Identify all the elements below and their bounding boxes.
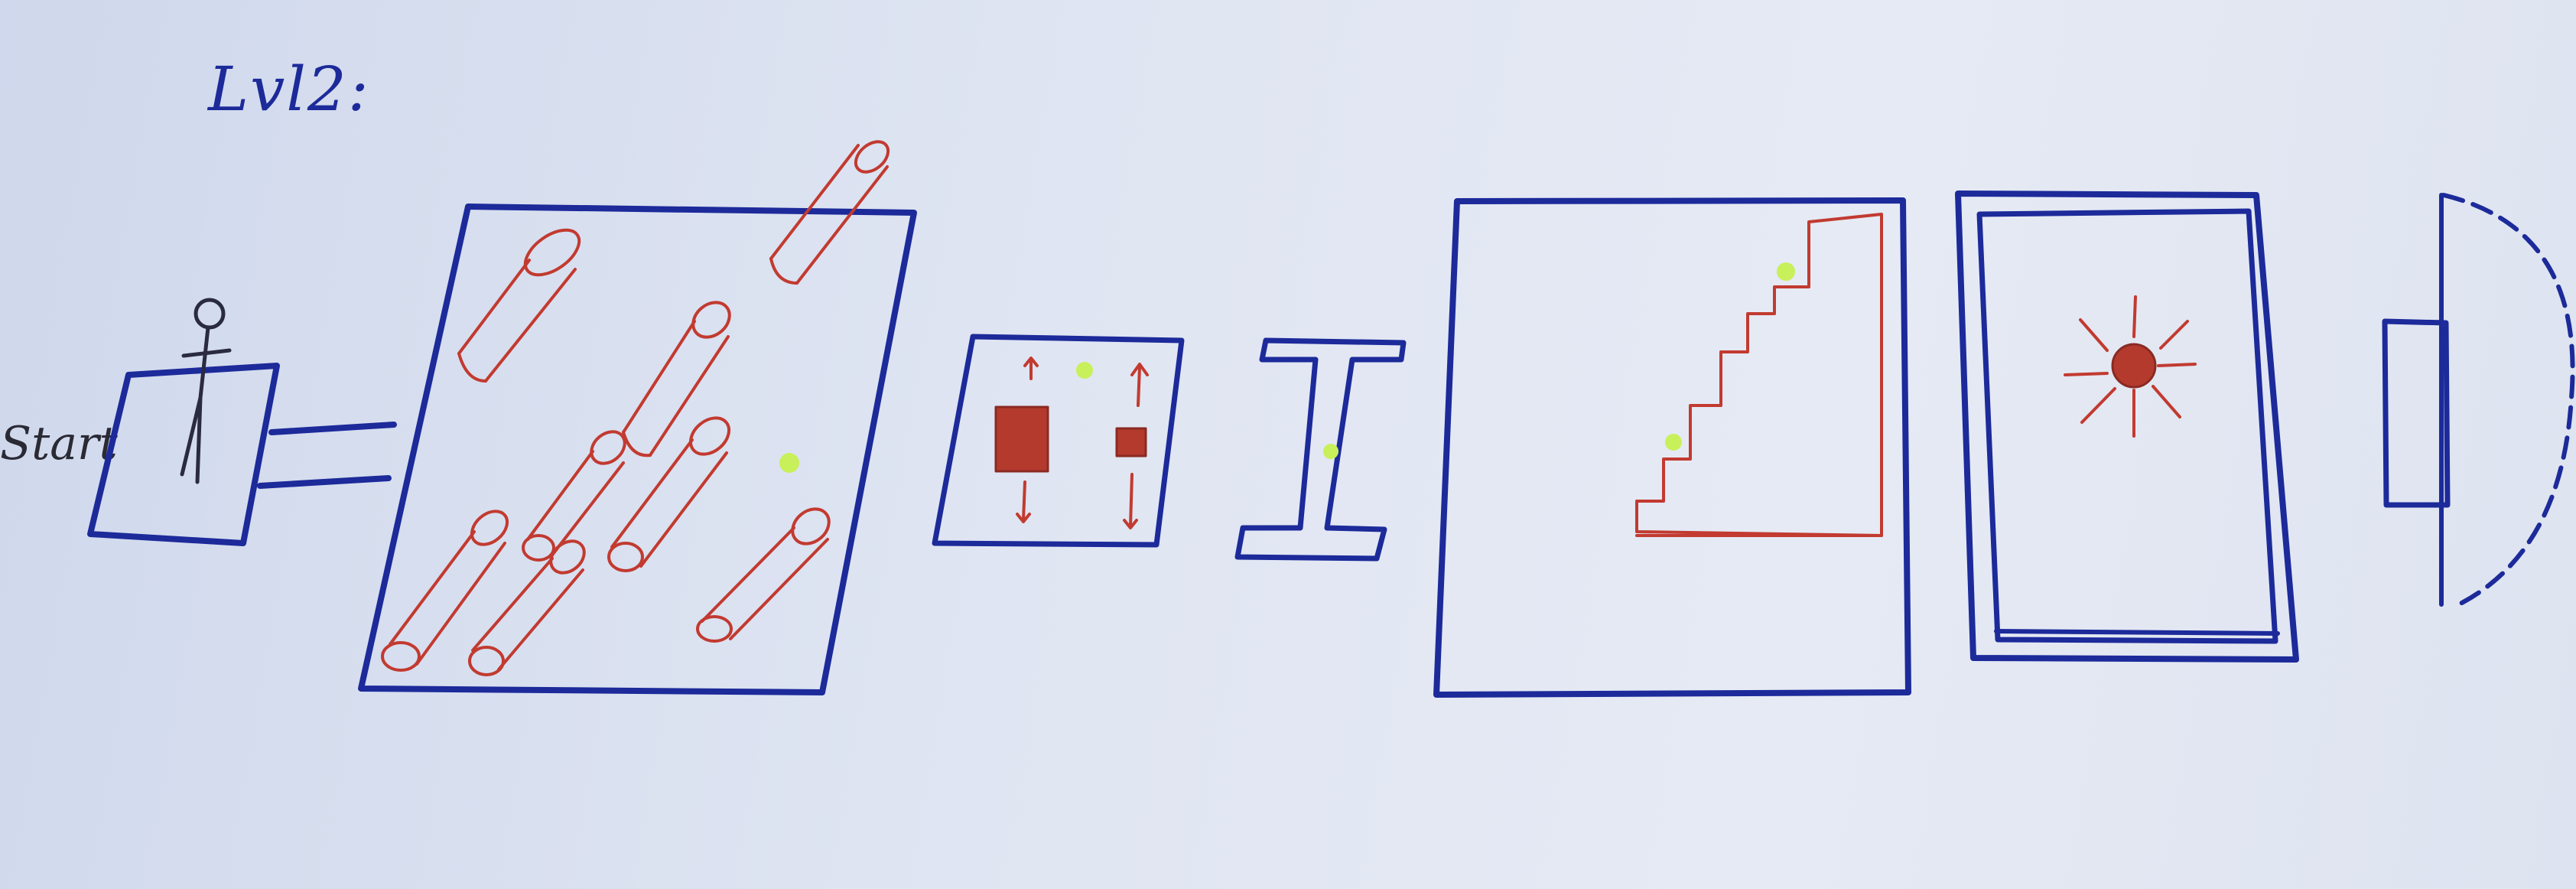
pipe-room [358, 140, 917, 695]
level-title: Lvl2: [208, 54, 370, 125]
start-label: Start [0, 417, 118, 471]
player-stick-figure-icon [180, 298, 232, 484]
bridge-connector [257, 422, 397, 489]
checkpoint-dot [779, 453, 799, 473]
exit-goal [2382, 193, 2575, 607]
start-platform [87, 298, 280, 546]
bomb-icon [2064, 295, 2197, 438]
staircase-room [1433, 197, 1911, 698]
moving-blocks-room [932, 334, 1185, 548]
diagonal-pipe-obstacles [381, 140, 890, 676]
i-beam-corridor [1234, 337, 1407, 562]
explosion-room [1955, 190, 2299, 663]
